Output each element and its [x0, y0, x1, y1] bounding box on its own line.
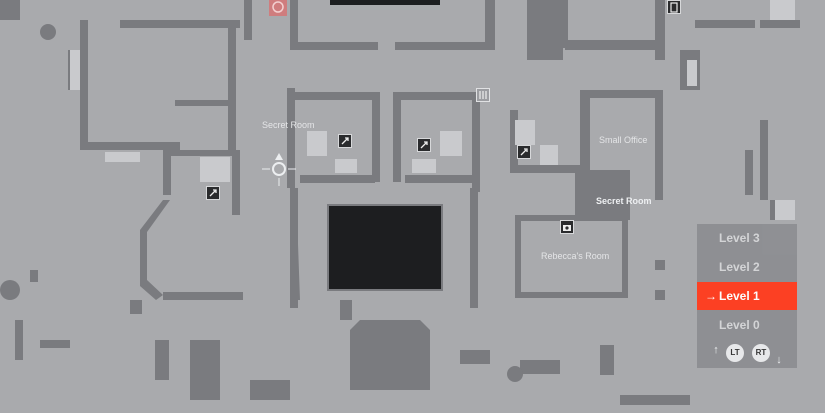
level-item-3[interactable]: Level 3 [719, 231, 760, 245]
camera-icon[interactable] [560, 220, 574, 234]
player-marker-icon [262, 153, 296, 186]
lt-button[interactable]: LT [726, 344, 744, 362]
level-selector-panel: Level 3 Level 2 →Level 1 Level 0 ↑ LT RT… [697, 224, 797, 368]
decor [0, 24, 523, 382]
room-label-secret-room-left: Secret Room [262, 120, 315, 130]
light-areas [70, 0, 795, 220]
room-label-rebeccas-room: Rebecca's Room [541, 251, 610, 261]
safe-icon[interactable] [417, 138, 431, 152]
level-item-1[interactable]: →Level 1 [697, 282, 797, 310]
level-up-arrow-icon: ↑ [713, 344, 719, 356]
rt-button[interactable]: RT [752, 344, 770, 362]
lock-icon[interactable] [517, 145, 531, 159]
room-label-secret-room-right: Secret Room [596, 196, 652, 206]
room-label-small-office: Small Office [599, 135, 648, 145]
safe-icon[interactable] [338, 134, 352, 148]
top-void [330, 0, 440, 5]
stairs-icon[interactable] [476, 88, 490, 102]
safe-icon[interactable] [206, 186, 220, 200]
objective-marker-icon[interactable] [269, 0, 287, 16]
central-void [327, 204, 443, 291]
exit-door-icon[interactable] [667, 0, 681, 14]
level-item-0[interactable]: Level 0 [719, 318, 760, 332]
level-down-arrow-icon: ↓ [776, 354, 782, 366]
current-level-arrow-icon: → [705, 289, 717, 303]
level-item-2[interactable]: Level 2 [719, 260, 760, 274]
